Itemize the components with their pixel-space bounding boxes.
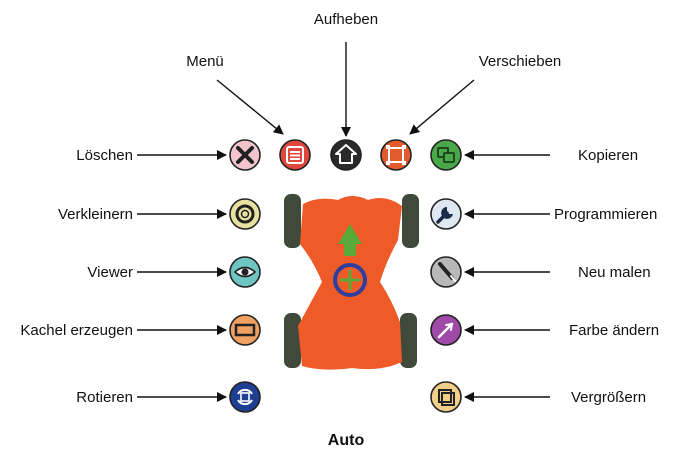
label-shrink: Verkleinern [58, 206, 133, 223]
tile-button[interactable] [229, 314, 261, 346]
heading-arrow-icon[interactable] [338, 224, 362, 256]
copy-button[interactable] [430, 139, 462, 171]
shrink-button[interactable] [229, 198, 261, 230]
brush-icon [438, 262, 456, 282]
arrow-menu [216, 79, 284, 135]
label-enlarge: Vergrößern [571, 389, 646, 406]
program-button[interactable] [430, 198, 462, 230]
close-icon [236, 146, 254, 164]
label-copy: Kopieren [578, 147, 638, 164]
color-icon [437, 322, 454, 339]
tile-icon [234, 323, 256, 337]
wheel-bottom-left [284, 313, 301, 368]
label-rotate: Rotieren [76, 389, 133, 406]
label-lift: Aufheben [314, 11, 378, 28]
label-tile: Kachel erzeugen [20, 322, 133, 339]
label-viewer: Viewer [87, 264, 133, 281]
enlarge-icon [438, 389, 455, 406]
caption: Auto [328, 432, 365, 449]
copy-icon [437, 147, 455, 163]
wrench-icon [436, 207, 453, 224]
viewer-button[interactable] [229, 256, 261, 288]
wheel-top-right [402, 194, 419, 248]
rotate-button[interactable] [229, 381, 261, 413]
pickup-icon [335, 144, 357, 164]
eye-icon [233, 266, 257, 278]
label-color: Farbe ändern [569, 322, 659, 339]
rotation-center-icon[interactable] [333, 263, 367, 297]
enlarge-button[interactable] [430, 381, 462, 413]
move-icon [386, 145, 406, 165]
label-menu: Menü [186, 53, 224, 70]
wheel-top-left [284, 194, 301, 248]
car-object[interactable] [284, 194, 419, 370]
shrink-icon [235, 204, 255, 224]
label-move: Verschieben [479, 53, 562, 70]
menu-button[interactable] [279, 139, 311, 171]
menu-icon [286, 146, 304, 164]
delete-button[interactable] [229, 139, 261, 171]
wheel-bottom-right [400, 313, 417, 368]
label-program: Programmieren [554, 206, 657, 223]
label-delete: Löschen [76, 147, 133, 164]
arrow-move [409, 79, 475, 135]
repaint-button[interactable] [430, 256, 462, 288]
label-repaint: Neu malen [578, 264, 651, 281]
color-button[interactable] [430, 314, 462, 346]
move-button[interactable] [380, 139, 412, 171]
lift-button[interactable] [330, 139, 362, 171]
rotate-icon [237, 388, 253, 406]
